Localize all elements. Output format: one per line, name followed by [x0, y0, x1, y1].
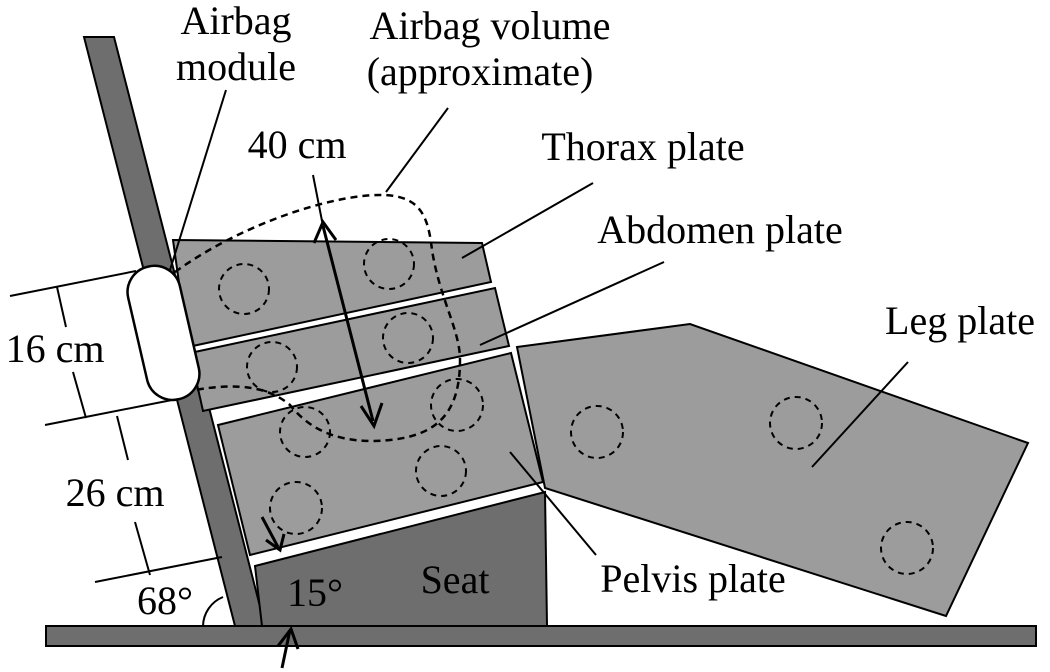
angle-68-arc: [202, 596, 224, 627]
seat-block: [253, 490, 549, 627]
dim-tick-middle: [44, 399, 173, 426]
pelvis-plate: [216, 351, 545, 557]
label-26cm: 26 cm: [66, 470, 165, 515]
sensor-circle: [269, 481, 323, 535]
sensor-circles: [218, 238, 934, 575]
leader-airbag-module: [169, 89, 227, 271]
floor-arrow: [276, 625, 300, 669]
airbag-module-capsule: [126, 264, 201, 402]
label-airbag-volume-line1: Airbag volume: [369, 3, 610, 48]
floor-arrow-shaft: [280, 629, 292, 669]
sensor-circle: [570, 405, 624, 459]
label-abdomen-plate: Abdomen plate: [597, 207, 843, 252]
dim-line-26-upper: [116, 415, 129, 461]
sensor-circle: [769, 396, 823, 450]
leader-airbag-volume: [385, 107, 449, 193]
sensor-circle: [430, 378, 484, 432]
dim-tick-top: [9, 270, 137, 297]
sensor-circle: [880, 521, 934, 575]
leader-leg: [811, 361, 909, 468]
dim-line-26-lower: [134, 521, 151, 576]
pelvis-arrow-head: [265, 533, 286, 553]
sensor-circle: [279, 406, 331, 458]
label-16cm: 16 cm: [6, 326, 105, 371]
label-68deg: 68°: [137, 578, 193, 623]
leader-pelvis: [509, 451, 597, 556]
dim-line-16-upper: [56, 286, 67, 328]
abdomen-plate: [188, 286, 511, 413]
sensor-circle: [382, 312, 434, 364]
leader-thorax: [461, 182, 594, 259]
label-airbag-volume-line2: (approximate): [367, 49, 594, 94]
pelvis-arrow-shaft: [260, 516, 280, 548]
dim-tick-bottom: [94, 556, 223, 583]
pelvis-arrow: [260, 516, 286, 553]
floor-bar: [45, 625, 1037, 647]
label-airbag-module-line1: Airbag: [180, 0, 291, 43]
label-40cm: 40 cm: [248, 122, 347, 167]
label-pelvis-plate: Pelvis plate: [600, 556, 786, 601]
label-airbag-module-line2: module: [176, 44, 296, 89]
floor-arrow-head: [276, 625, 300, 650]
leader-40cm: [312, 174, 324, 227]
label-leg-plate: Leg plate: [885, 298, 1035, 343]
label-15deg: 15°: [287, 570, 343, 615]
dim-arrow-40-line: [321, 225, 375, 422]
sensor-circle: [363, 238, 415, 290]
sensor-circle: [415, 445, 467, 497]
label-seat: Seat: [421, 557, 490, 602]
dim-16-26: [9, 270, 223, 583]
leg-plate: [515, 322, 1030, 618]
airbag-volume-outline: [174, 193, 462, 443]
label-thorax-plate: Thorax plate: [541, 124, 744, 169]
dim-arrow-40-head-bottom: [359, 402, 384, 430]
leader-abdomen: [479, 261, 665, 346]
sensor-circle: [246, 341, 298, 393]
sensor-circle: [218, 263, 270, 315]
dim-line-16-lower: [72, 371, 87, 419]
